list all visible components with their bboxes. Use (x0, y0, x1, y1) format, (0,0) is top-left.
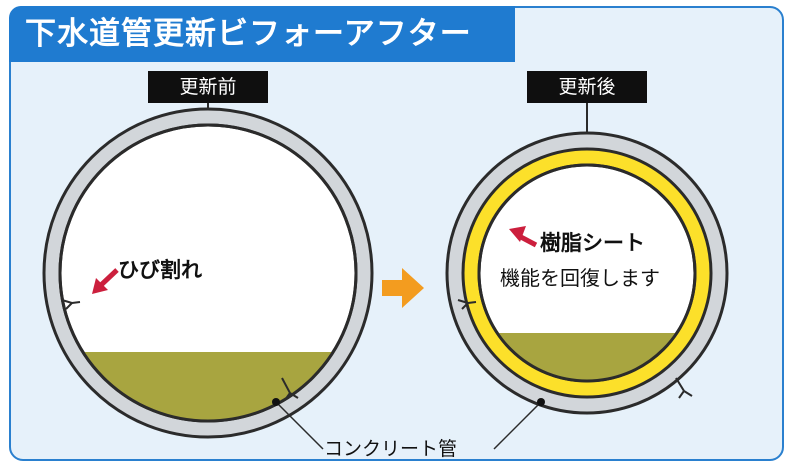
orange-right-arrow-icon (382, 268, 424, 308)
tag-before: 更新前 (148, 71, 268, 103)
crack-left-before (61, 299, 81, 310)
crack-bottom-after (675, 377, 693, 399)
crack-label: ひび割れ (118, 258, 202, 282)
leader-line-after (493, 401, 542, 450)
crack-bottom-before (281, 377, 299, 401)
tag-after: 更新後 (527, 71, 647, 103)
resin-sheet-label: 樹脂シート (540, 231, 645, 255)
leader-line-before (275, 401, 324, 450)
crack-left-after (457, 299, 477, 310)
red-pointer-arrow-icon (509, 226, 538, 248)
concrete-pipe-label: コンクリート管 (324, 438, 458, 460)
pipe-before (42, 107, 374, 439)
title-banner: 下水道管更新ビフォーアフター (9, 6, 515, 62)
red-pointer-arrow-icon (92, 268, 119, 294)
leader-dot-before (272, 398, 280, 406)
leader-dot-after (537, 398, 545, 406)
resin-sheet-description: 機能を回復します (500, 266, 660, 290)
pipe-after (445, 131, 729, 415)
